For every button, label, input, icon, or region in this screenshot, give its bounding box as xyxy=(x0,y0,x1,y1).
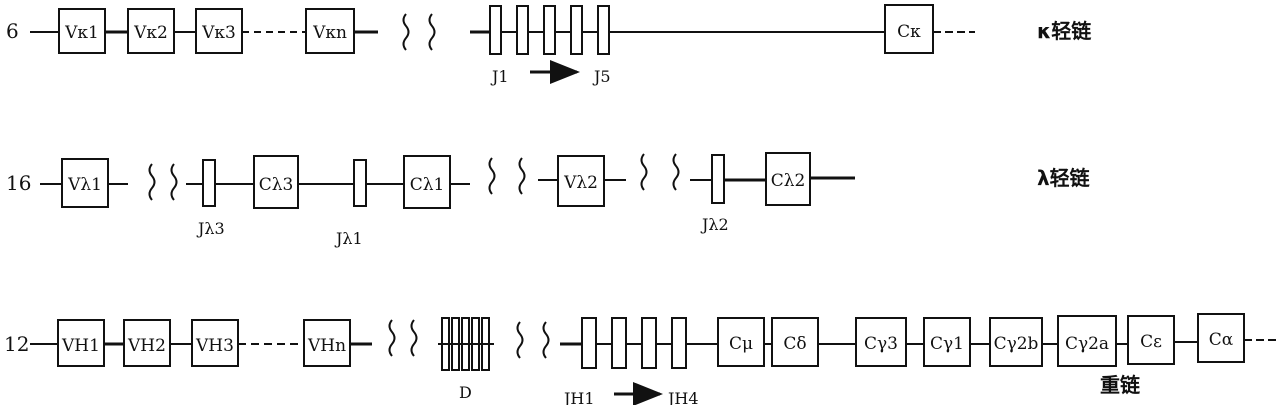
j-lambda-3-segment xyxy=(202,159,216,207)
sequence-gap-marks xyxy=(148,163,178,201)
c-gamma-1-label: Cγ1 xyxy=(930,334,964,354)
v-heavy-n-segment xyxy=(303,319,351,367)
kappa-light-chain-label: κ轻链 xyxy=(1037,19,1092,43)
c-epsilon-segment xyxy=(1127,315,1175,365)
j-kappa-start-label: J1 xyxy=(490,67,509,86)
v-lambda-2-segment xyxy=(557,155,605,207)
sequence-gap-marks xyxy=(516,321,550,359)
j-lambda-1-segment xyxy=(353,159,367,207)
heavy-chain-label: 重链 xyxy=(1100,373,1141,397)
v-kappa-1-label: Vκ1 xyxy=(64,23,99,43)
c-lambda-3-segment xyxy=(253,155,299,209)
c-lambda-3-label: Cλ3 xyxy=(259,175,294,195)
c-lambda-2-label: Cλ2 xyxy=(771,171,806,191)
c-alpha-label: Cα xyxy=(1209,330,1234,350)
d-segment-label: D xyxy=(459,383,472,402)
c-mu-label: Cμ xyxy=(729,334,753,354)
v-kappa-3-segment xyxy=(195,8,243,54)
sequence-gap-marks xyxy=(488,157,526,195)
v-kappa-2-label: Vκ2 xyxy=(133,23,168,43)
c-delta-segment xyxy=(771,317,819,367)
c-lambda-1-segment xyxy=(403,155,451,209)
v-heavy-n-label: VHn xyxy=(307,336,346,356)
v-heavy-3-label: VH3 xyxy=(195,336,234,356)
j-lambda-1-label: Jλ1 xyxy=(334,229,363,248)
j-lambda-2-segment xyxy=(711,154,725,204)
c-delta-label: Cδ xyxy=(783,334,806,354)
lambda-light-chain-label: λ轻链 xyxy=(1037,166,1091,190)
heavy-chain-row: 12 VH1 VH2 VH3 VHn D xyxy=(4,313,1278,405)
c-gamma-2a-label: Cγ2a xyxy=(1065,334,1109,354)
c-mu-segment xyxy=(717,317,765,367)
sequence-gap-marks xyxy=(402,13,436,51)
c-gamma-1-segment xyxy=(923,317,971,367)
v-lambda-2-label: Vλ2 xyxy=(563,173,598,193)
sequence-gap-marks xyxy=(640,153,680,191)
chromosome-12-label: 12 xyxy=(4,332,29,356)
c-gamma-2a-segment xyxy=(1057,315,1117,367)
j-kappa-segment-cluster xyxy=(489,5,610,55)
c-epsilon-label: Cε xyxy=(1140,332,1162,352)
c-kappa-label: Cκ xyxy=(897,22,921,42)
v-heavy-1-label: VH1 xyxy=(61,336,100,356)
j-heavy-segment-cluster xyxy=(581,317,687,369)
c-lambda-2-segment xyxy=(765,152,811,206)
c-gamma-3-label: Cγ3 xyxy=(864,334,898,354)
lambda-light-chain-row: 16 Vλ1 Cλ3 Cλ1 Vλ2 xyxy=(6,152,1091,248)
j-kappa-end-label: J5 xyxy=(592,67,611,86)
c-gamma-3-segment xyxy=(855,317,907,367)
d-segment-cluster xyxy=(438,317,494,371)
v-kappa-3-label: Vκ3 xyxy=(201,23,236,43)
kappa-light-chain-row: 6 Vκ1 Vκ2 Vκ3 Vκn J1 J5 xyxy=(6,4,1092,86)
v-kappa-n-label: Vκn xyxy=(312,23,347,43)
j-heavy-end-label: JH4 xyxy=(666,389,699,405)
c-gamma-2b-segment xyxy=(989,317,1043,367)
chromosome-6-label: 6 xyxy=(6,19,19,43)
c-alpha-segment xyxy=(1197,313,1245,363)
j-lambda-2-label: Jλ2 xyxy=(700,215,729,234)
v-heavy-3-segment xyxy=(191,319,239,367)
v-kappa-n-segment xyxy=(305,8,355,54)
v-heavy-2-label: VH2 xyxy=(127,336,166,356)
j-lambda-3-label: Jλ3 xyxy=(196,219,225,238)
j-heavy-start-label: JH1 xyxy=(562,389,595,405)
chromosome-16-label: 16 xyxy=(6,171,31,195)
c-lambda-1-label: Cλ1 xyxy=(410,175,445,195)
v-lambda-1-label: Vλ1 xyxy=(67,175,102,195)
sequence-gap-marks xyxy=(388,319,418,357)
c-kappa-segment xyxy=(884,4,934,54)
c-gamma-2b-label: Cγ2b xyxy=(994,334,1039,354)
v-heavy-1-segment xyxy=(57,319,105,367)
